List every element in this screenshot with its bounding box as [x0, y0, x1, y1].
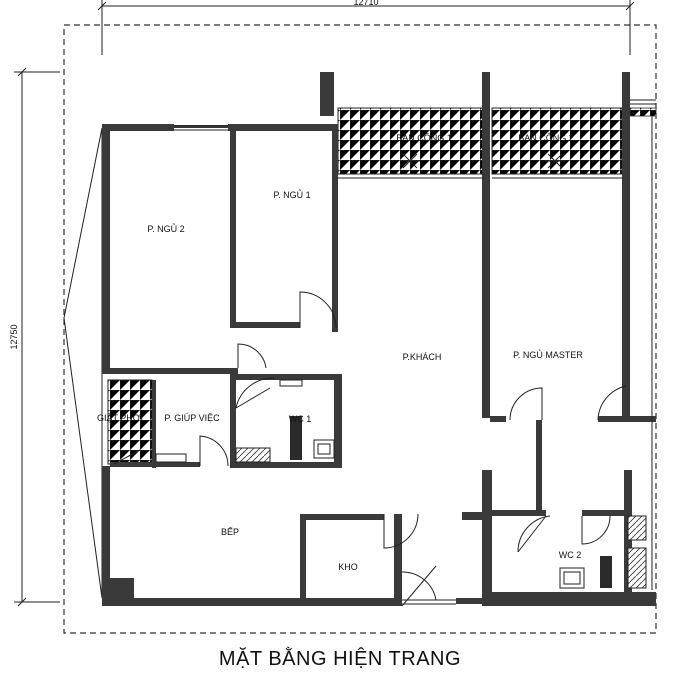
label-bedroom-2: P. NGỦ 2 — [147, 223, 184, 234]
label-laundry: GIẶT PHƠI — [97, 413, 143, 423]
facade-lines — [63, 127, 103, 599]
label-maid-room: P. GIÚP VIỆC — [164, 413, 220, 423]
label-wc-1: WC 1 — [289, 414, 312, 424]
site-boundary — [63, 24, 657, 634]
label-kitchen: BẾP — [221, 527, 239, 537]
room-labels: P. NGỦ 2 P. NGỦ 1 BAN CÔNG 1 BAN CÔNG 2 … — [97, 133, 583, 572]
fixtures — [155, 153, 647, 589]
balcony-strip — [629, 107, 657, 117]
balcony-1-floor — [337, 107, 485, 175]
label-balcony-1: BAN CÔNG 1 — [396, 133, 452, 143]
dimension-top: 12710 — [97, 0, 635, 55]
label-storage: KHO — [338, 562, 358, 572]
label-balcony-2: BAN CÔNG 2 — [518, 133, 574, 143]
doors — [113, 291, 627, 607]
label-living-room: P.KHÁCH — [403, 352, 442, 362]
plan-title: MẶT BẰNG HIỆN TRANG — [218, 648, 462, 670]
label-wc-2: WC 2 — [559, 550, 582, 560]
label-bedroom-1: P. NGỦ 1 — [273, 189, 310, 200]
dimension-top-label: 12710 — [353, 0, 378, 7]
dimension-left-label: 12750 — [9, 324, 19, 349]
windows — [174, 99, 656, 605]
label-master-bedroom: P. NGỦ MASTER — [513, 349, 583, 360]
dimension-left: 12750 — [9, 67, 60, 607]
